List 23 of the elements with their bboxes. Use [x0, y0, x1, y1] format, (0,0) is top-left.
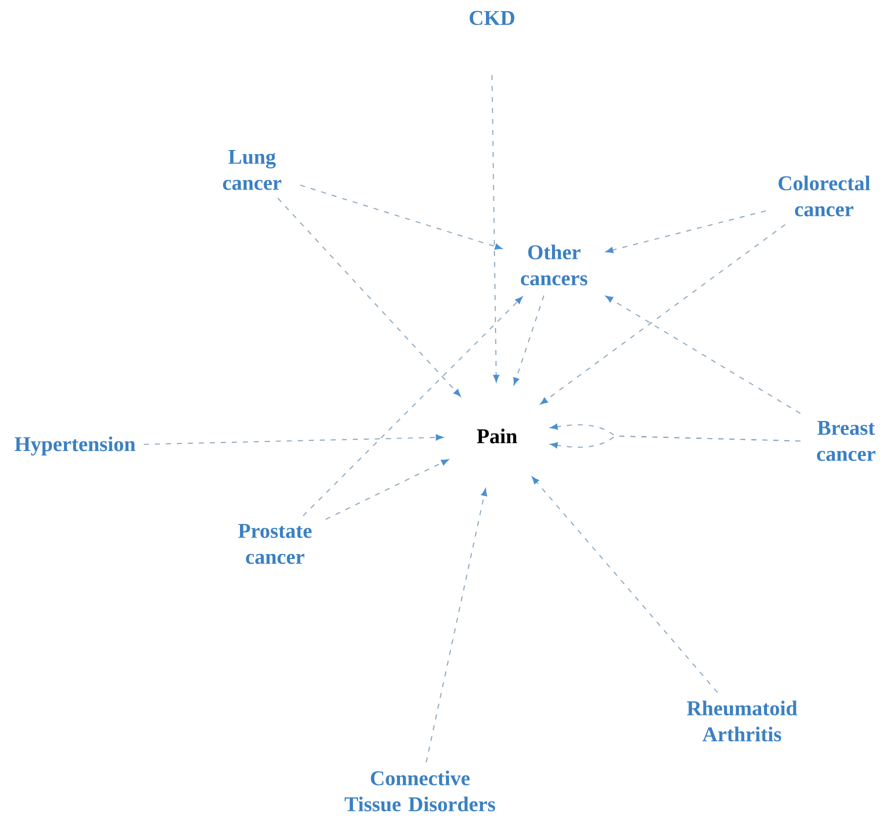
arrow	[300, 184, 502, 250]
arrow	[325, 459, 449, 520]
arrow	[606, 210, 766, 254]
arrow	[302, 296, 523, 516]
arrow	[277, 198, 461, 397]
arrow	[550, 435, 800, 448]
condition-label: Lung cancer	[223, 150, 282, 190]
condition-label: Hypertension	[14, 436, 136, 456]
condition-label: Rheumatoid Arthritis	[686, 700, 798, 742]
arrow	[513, 295, 544, 385]
center-label: Pain	[476, 428, 518, 444]
condition-label: Breast cancer	[817, 421, 876, 461]
arrow	[491, 74, 500, 382]
condition-label: Other cancers	[520, 244, 588, 286]
condition-label: CKD	[470, 10, 514, 26]
arrow	[532, 476, 718, 693]
arrow	[426, 488, 488, 763]
condition-label: Colorectal cancer	[778, 176, 870, 216]
arrow	[540, 224, 786, 404]
arrow	[144, 434, 444, 445]
arrow	[606, 296, 801, 414]
condition-label: Connective Tissue Disorders	[344, 770, 496, 812]
condition-label: Prostate cancer	[238, 524, 312, 564]
